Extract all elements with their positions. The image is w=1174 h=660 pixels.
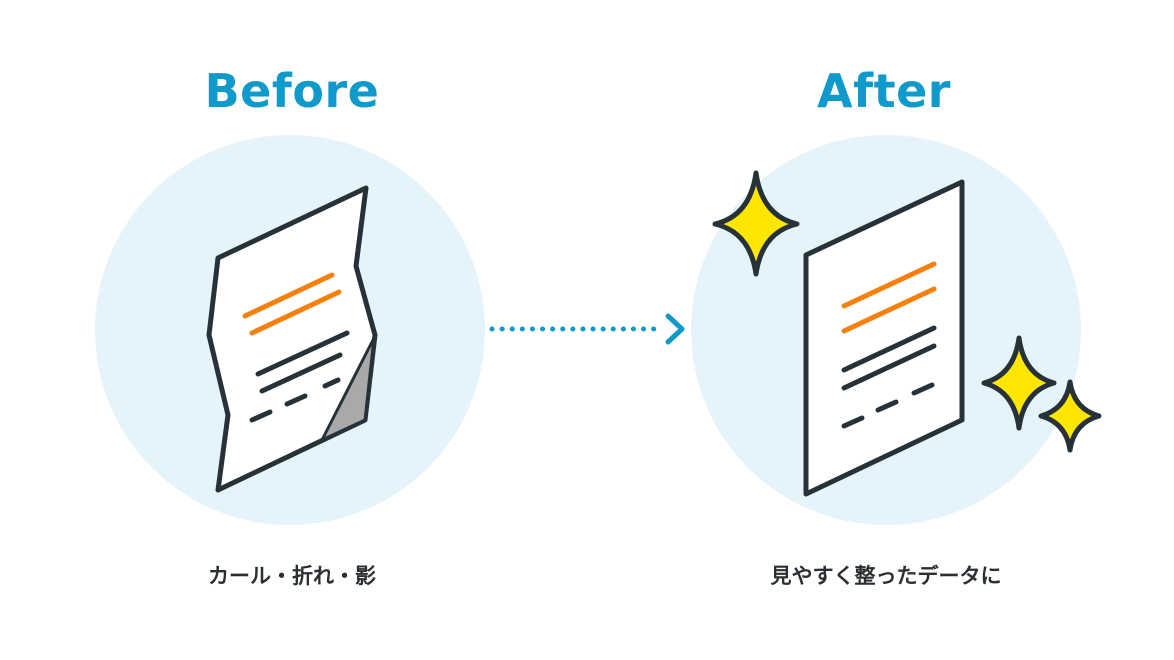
before-caption: カール・折れ・影 (208, 564, 376, 588)
crumpled-document-icon (206, 185, 378, 493)
clean-document-icon (803, 179, 965, 497)
sparkle-large-icon (712, 170, 800, 277)
after-title: After (817, 64, 951, 118)
curl-shadow (320, 336, 376, 442)
sparkle-medium-icon (981, 335, 1057, 431)
after-caption: 見やすく整ったデータに (770, 564, 1002, 588)
sparkle-small-icon (1038, 379, 1102, 453)
before-title: Before (204, 64, 380, 118)
dotted-arrow-icon (489, 313, 685, 345)
